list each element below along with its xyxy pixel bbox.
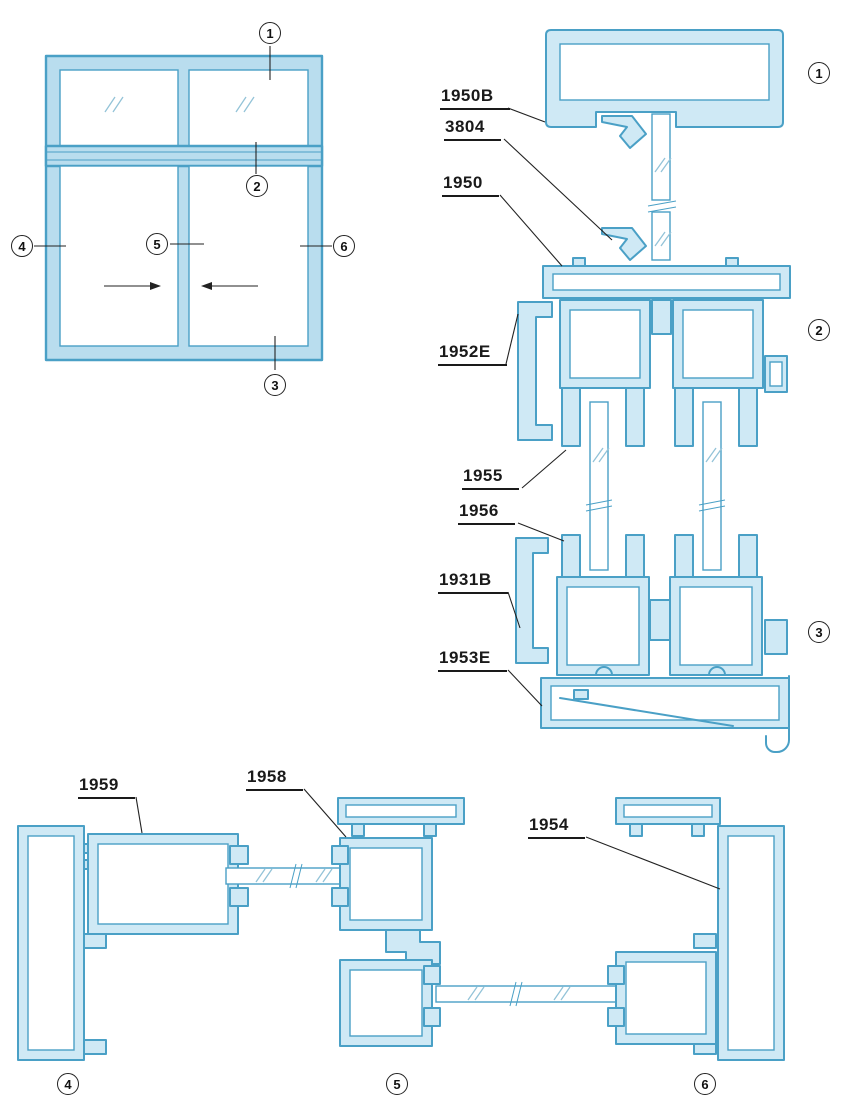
sliding-pane-left (59, 165, 179, 347)
transom-bar (44, 144, 324, 168)
hook-3804-lower (601, 227, 647, 261)
section-6-right-jamb (607, 797, 785, 1061)
section-marker-6: 6 (694, 1073, 716, 1095)
interlock-hook (385, 929, 441, 965)
part-label-1953E: 1953E (438, 648, 507, 672)
fixed-pane-left (59, 69, 179, 147)
profile-1950-rail (542, 227, 791, 299)
window-elevation (34, 46, 332, 370)
part-label-1952E: 1952E (438, 342, 507, 366)
arrow-left-icon (201, 282, 258, 290)
part-label-3804: 3804 (444, 117, 501, 141)
part-label-1931B: 1931B (438, 570, 508, 594)
drainage-slope-line (559, 697, 734, 727)
part-label-1950: 1950 (442, 173, 499, 197)
glass-pane (225, 867, 357, 885)
sill-end-hook (765, 675, 790, 753)
fixed-pane-right (188, 69, 309, 147)
glass-pane (589, 401, 609, 571)
profile-1952E (517, 301, 553, 441)
roller-bump (595, 666, 613, 676)
section-marker-1: 1 (808, 62, 830, 84)
glass-hatch-marks (104, 96, 255, 113)
section-4-left-jamb (17, 825, 357, 1061)
section-3-sill-assembly (515, 534, 790, 753)
section-1-head-profile (545, 29, 784, 261)
hook-3804-upper (601, 115, 647, 149)
glass-pane (435, 985, 633, 1003)
part-label-1959: 1959 (78, 775, 135, 799)
elevation-marker-2: 2 (246, 175, 268, 197)
section-marker-2: 2 (808, 319, 830, 341)
glazing-channel-1956 (561, 534, 581, 578)
sliding-pane-right (188, 165, 309, 347)
part-label-1956: 1956 (458, 501, 515, 525)
section-marker-5: 5 (386, 1073, 408, 1095)
roller-bump (708, 666, 726, 676)
part-label-1955: 1955 (462, 466, 519, 490)
elevation-marker-3: 3 (264, 374, 286, 396)
part-label-1950B: 1950B (440, 86, 510, 110)
arrow-right-icon (104, 282, 161, 290)
glass-pane (651, 113, 671, 201)
leader-lines (135, 107, 721, 890)
part-label-1954: 1954 (528, 815, 585, 839)
profile-1931B (515, 537, 549, 664)
elevation-marker-6: 6 (333, 235, 355, 257)
part-label-1958: 1958 (246, 767, 303, 791)
elevation-marker-5: 5 (146, 233, 168, 255)
section-tick-lines (34, 46, 332, 370)
glass-pane (702, 401, 722, 571)
section-marker-3: 3 (808, 621, 830, 643)
section-5-interlock (331, 797, 633, 1047)
section-marker-4: 4 (57, 1073, 79, 1095)
glass-pane (651, 211, 671, 261)
glazing-channel-1955 (561, 387, 581, 447)
section-2-transom-assembly (517, 299, 788, 571)
elevation-marker-1: 1 (259, 22, 281, 44)
elevation-marker-4: 4 (11, 235, 33, 257)
